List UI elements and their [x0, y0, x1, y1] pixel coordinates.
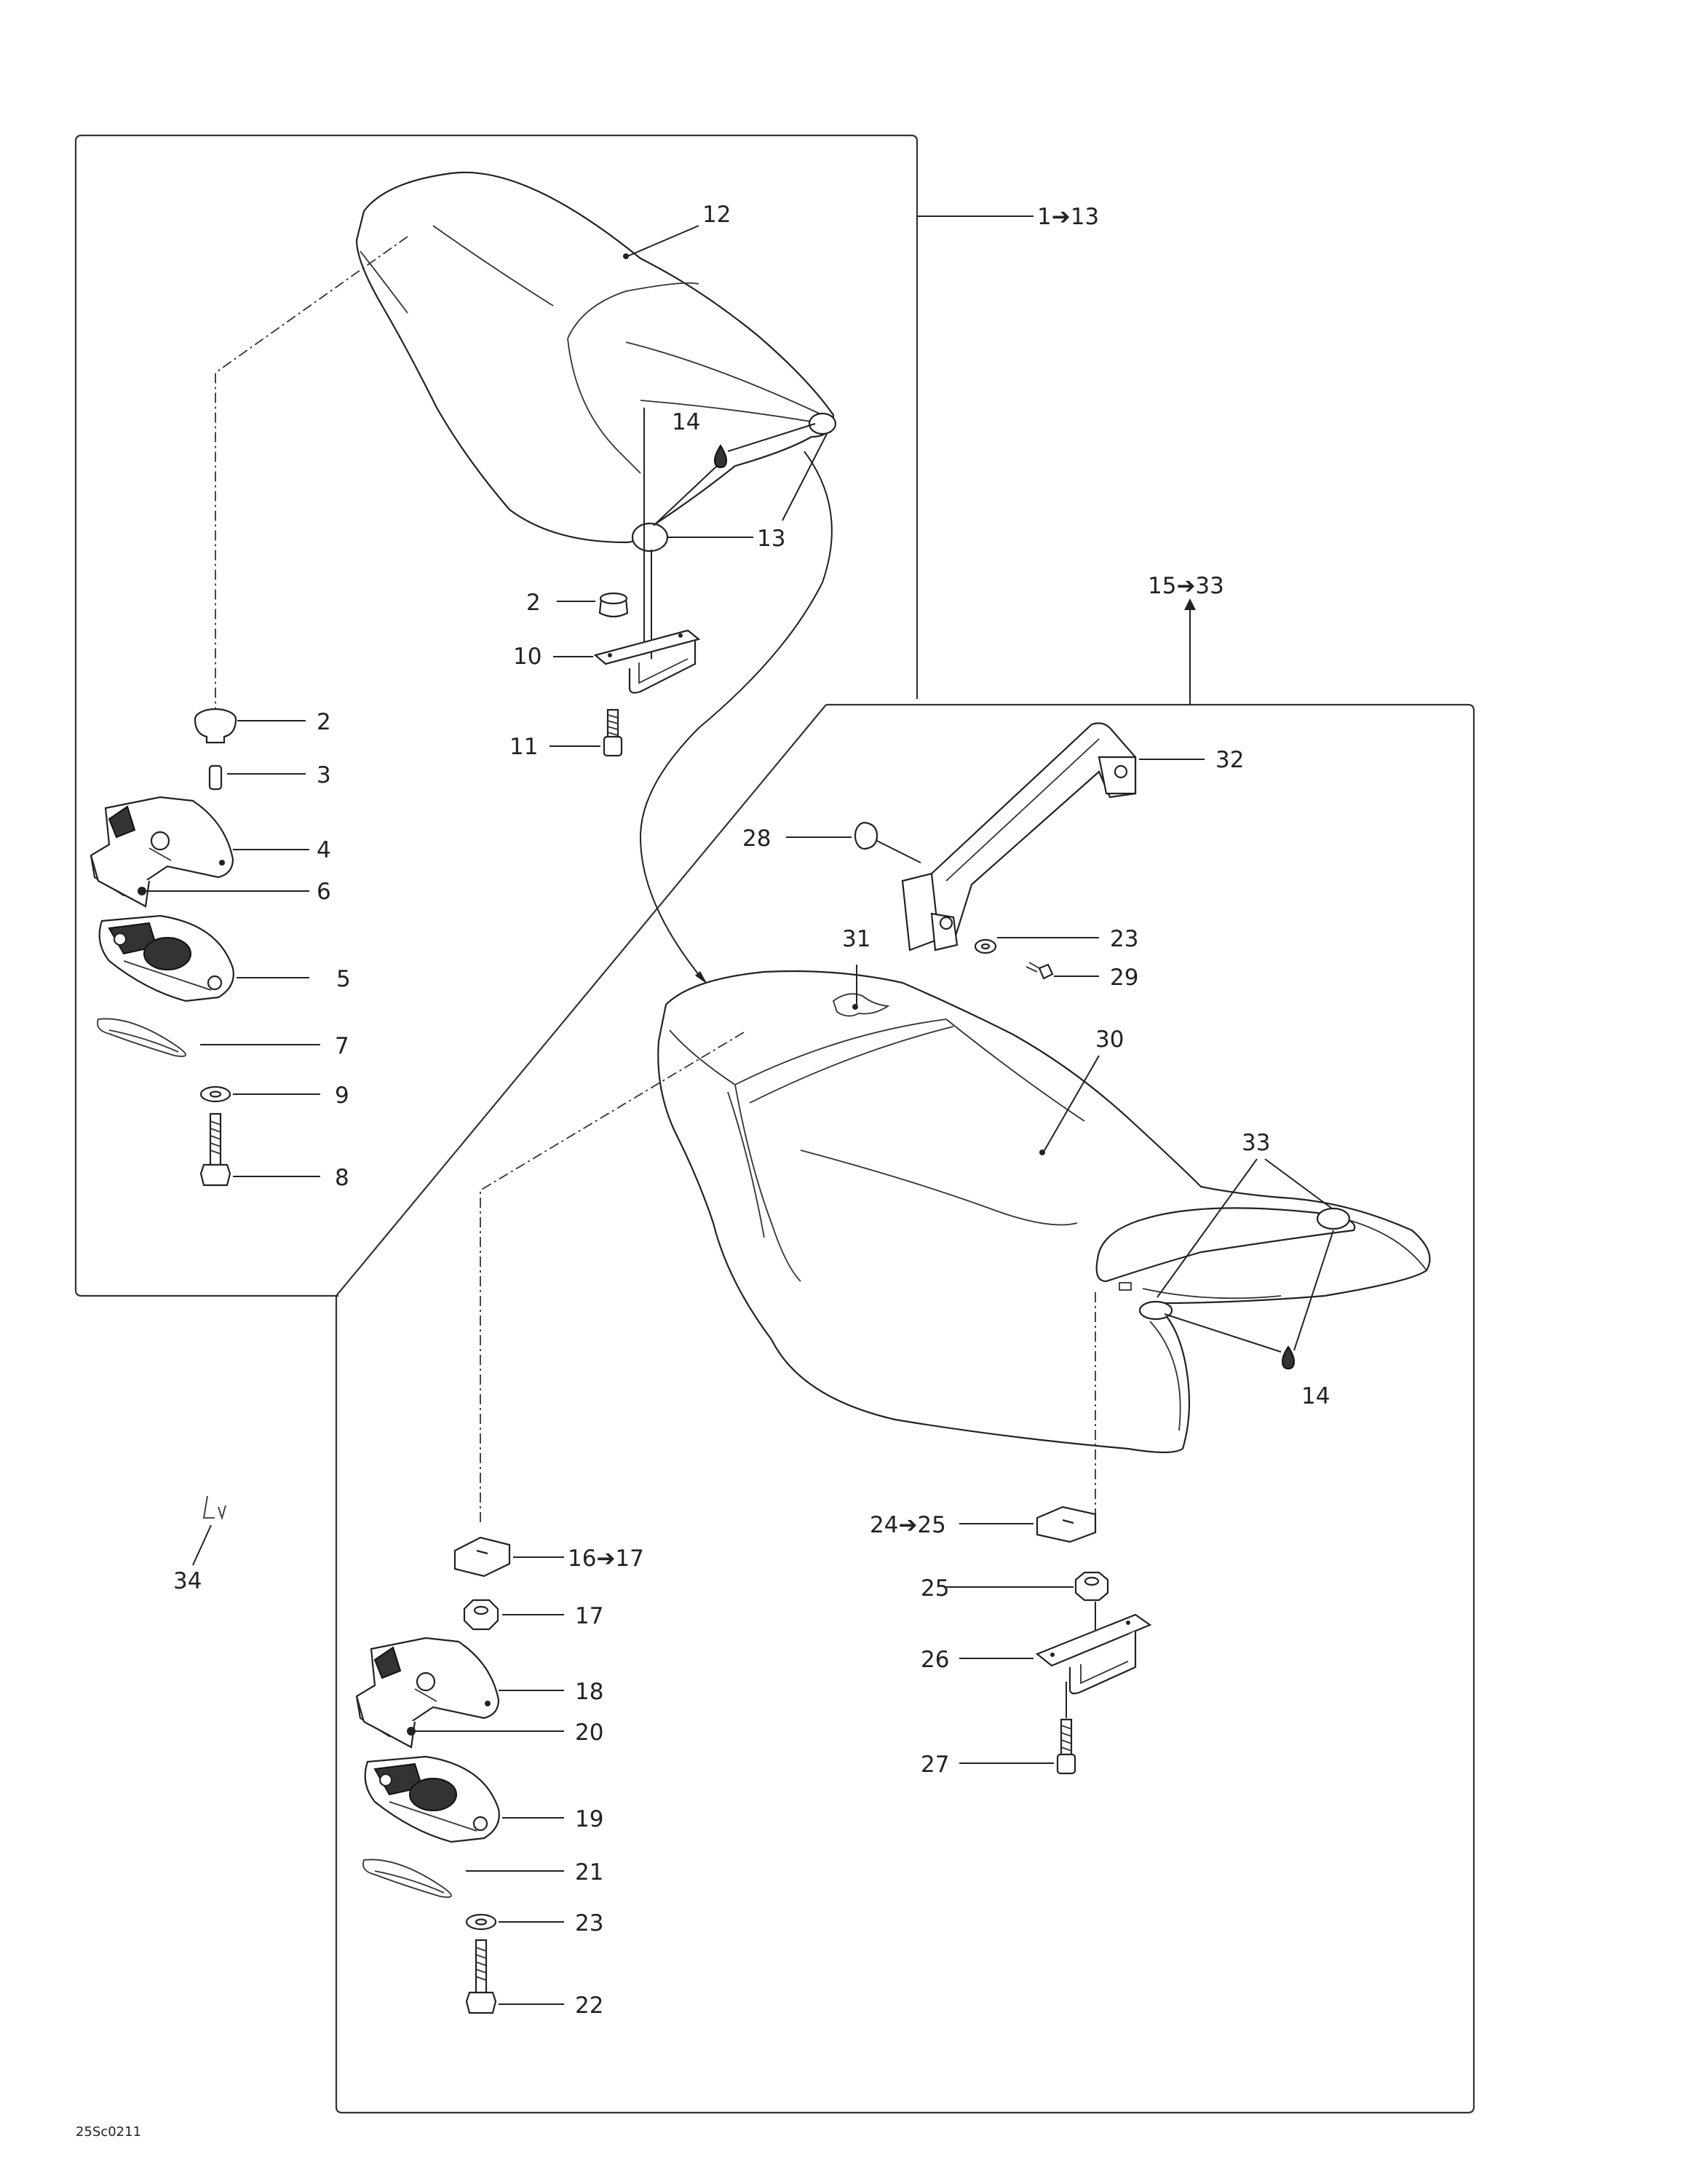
callout-16-17: 16➔17: [568, 1546, 644, 1572]
callout-5: 5: [336, 966, 351, 992]
group-frame-front-seat: [74, 134, 919, 1297]
leader-12: [627, 225, 699, 257]
nut-part-17: [463, 1599, 499, 1631]
callout-33: 33: [1242, 1130, 1270, 1156]
bracket-part-26: [1035, 1613, 1152, 1695]
callout-31: 31: [842, 926, 870, 952]
spring-clip-part-7: [97, 1018, 186, 1057]
rear-seat-part-30: [657, 970, 1431, 1454]
callout-7: 7: [335, 1033, 349, 1059]
callout-12: 12: [702, 202, 731, 228]
callout-29: 29: [1110, 965, 1138, 991]
callout-27: 27: [921, 1752, 949, 1778]
adhesive-drop-14a: [713, 444, 728, 469]
leader-13-b: [782, 433, 828, 521]
leader-14a-b: [653, 465, 718, 526]
callout-28: 28: [742, 826, 771, 852]
screw-part-6: [138, 887, 146, 895]
callout-9: 9: [335, 1083, 349, 1109]
group-frame-rear-seat: [335, 703, 1475, 2114]
grommet-part-28: [854, 821, 878, 850]
washer-part-9: [199, 1085, 231, 1103]
callout-14a: 14: [672, 409, 700, 435]
callout-3: 3: [317, 762, 331, 788]
grab-handle-part-32: [901, 722, 1137, 951]
group-b-range: 15➔33: [1148, 573, 1224, 599]
assembly-path-arrow: [639, 451, 833, 980]
callout-26: 26: [921, 1647, 949, 1673]
rear-seat-centerline: [480, 1032, 745, 1525]
group-b-arrowhead: [1184, 598, 1196, 610]
latch-plate-part-18: [355, 1637, 500, 1749]
callout-10: 10: [513, 644, 542, 670]
callout-23b: 23: [575, 1910, 603, 1936]
callout-13: 13: [757, 526, 785, 552]
group-a-range: 1➔13: [1037, 204, 1099, 230]
screw-part-20: [407, 1727, 416, 1736]
washer-part-23b: [465, 1913, 497, 1931]
callout-2a: 2: [526, 590, 541, 616]
lock-housing-part-19: [364, 1755, 500, 1843]
nut-plate-part-24: [1036, 1506, 1097, 1543]
callout-11: 11: [509, 734, 538, 760]
screw-part-29: [1026, 962, 1054, 980]
callout-17: 17: [575, 1603, 603, 1629]
bracket-part-10: [593, 629, 701, 694]
callout-8: 8: [335, 1165, 349, 1191]
front-seat-centerline: [215, 236, 408, 717]
callout-18: 18: [575, 1679, 603, 1705]
callout-22: 22: [575, 1993, 603, 2019]
lock-housing-part-5: [98, 914, 234, 1002]
callout-30: 30: [1095, 1026, 1124, 1053]
washer-part-23a: [974, 938, 997, 954]
bolt-part-11: [603, 708, 623, 757]
callout-24-25: 24➔25: [870, 1512, 946, 1538]
callout-4: 4: [317, 837, 331, 863]
callout-14b: 14: [1301, 1383, 1330, 1409]
label-part-34: [192, 1495, 226, 1566]
callout-21: 21: [575, 1859, 603, 1886]
callout-2b: 2: [317, 709, 331, 735]
leader-14a: [727, 423, 816, 452]
bolt-part-22: [465, 1939, 497, 2014]
callout-32: 32: [1215, 747, 1244, 773]
adhesive-drop-14b: [1281, 1345, 1296, 1370]
callout-23a: 23: [1110, 926, 1138, 952]
callout-25: 25: [921, 1575, 949, 1602]
knob-part-2b: [194, 708, 237, 744]
pin-part-3: [208, 764, 223, 791]
drawing-code: 25Sc0211: [76, 2124, 141, 2140]
callout-20: 20: [575, 1720, 603, 1746]
callout-6: 6: [317, 879, 331, 905]
callout-34: 34: [173, 1568, 202, 1594]
latch-plate-part-4: [90, 796, 234, 908]
bolt-part-8: [199, 1112, 231, 1187]
bolt-part-27: [1056, 1682, 1076, 1775]
nut-part-25: [1074, 1571, 1109, 1602]
spring-clip-part-21: [362, 1859, 452, 1898]
square-nut-part-16: [453, 1536, 511, 1578]
front-seat-part-12: [355, 171, 837, 553]
callout-19: 19: [575, 1806, 603, 1832]
